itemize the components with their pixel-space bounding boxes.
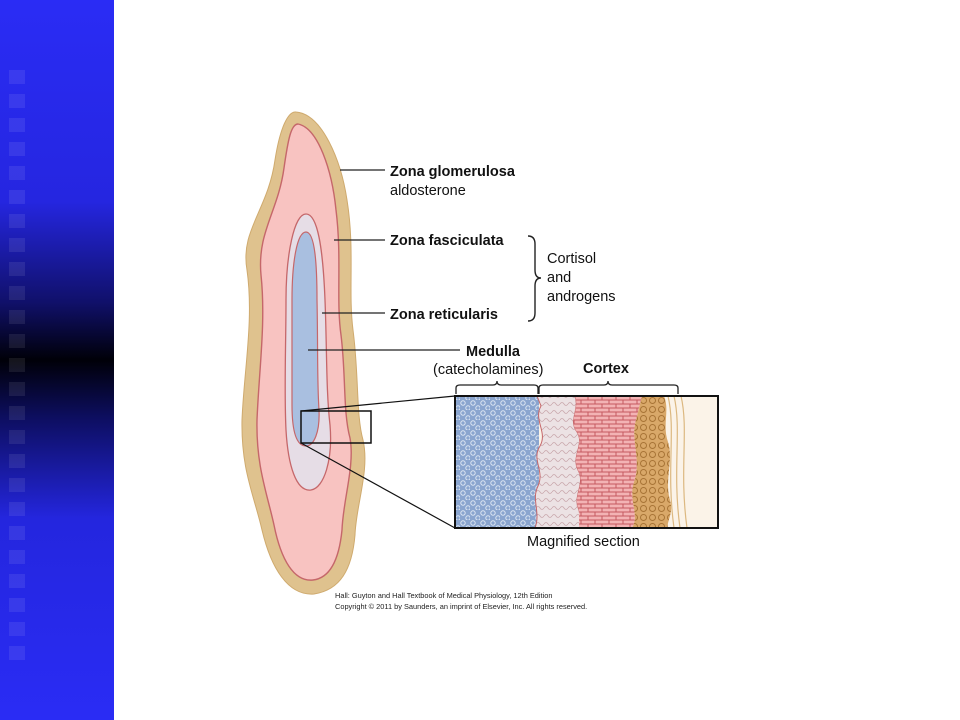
- magnify-selection-box: [300, 410, 372, 444]
- magnified-section-image: [455, 396, 718, 528]
- magnify-connector-bottom: [300, 442, 456, 529]
- decorative-square-pattern: [9, 70, 25, 670]
- label-cortex: Cortex: [583, 361, 629, 377]
- label-aldosterone: aldosterone: [390, 183, 466, 199]
- label-medulla: Medulla: [466, 344, 521, 360]
- decorative-side-band: [0, 0, 114, 720]
- bracket-cortex-span: [538, 380, 679, 394]
- credit-line-2: Copyright © 2011 by Saunders, an imprint…: [335, 602, 587, 611]
- label-and: and: [547, 270, 571, 286]
- label-catecholamines: (catecholamines): [433, 362, 543, 378]
- label-zona-glomerulosa: Zona glomerulosa: [390, 164, 516, 180]
- bracket-medulla-span: [455, 380, 539, 394]
- medulla-layer: [291, 231, 320, 447]
- label-magnified-section: Magnified section: [527, 534, 640, 550]
- label-zona-fasciculata: Zona fasciculata: [390, 233, 505, 249]
- label-cortisol: Cortisol: [547, 251, 596, 267]
- bracket-cortisol-androgens: [527, 235, 542, 322]
- magnify-connector-top: [300, 395, 456, 412]
- credit-line-1: Hall: Guyton and Hall Textbook of Medica…: [335, 591, 552, 600]
- label-androgens: androgens: [547, 289, 616, 305]
- label-zona-reticularis: Zona reticularis: [390, 307, 498, 323]
- magnified-section-frame: [454, 395, 719, 529]
